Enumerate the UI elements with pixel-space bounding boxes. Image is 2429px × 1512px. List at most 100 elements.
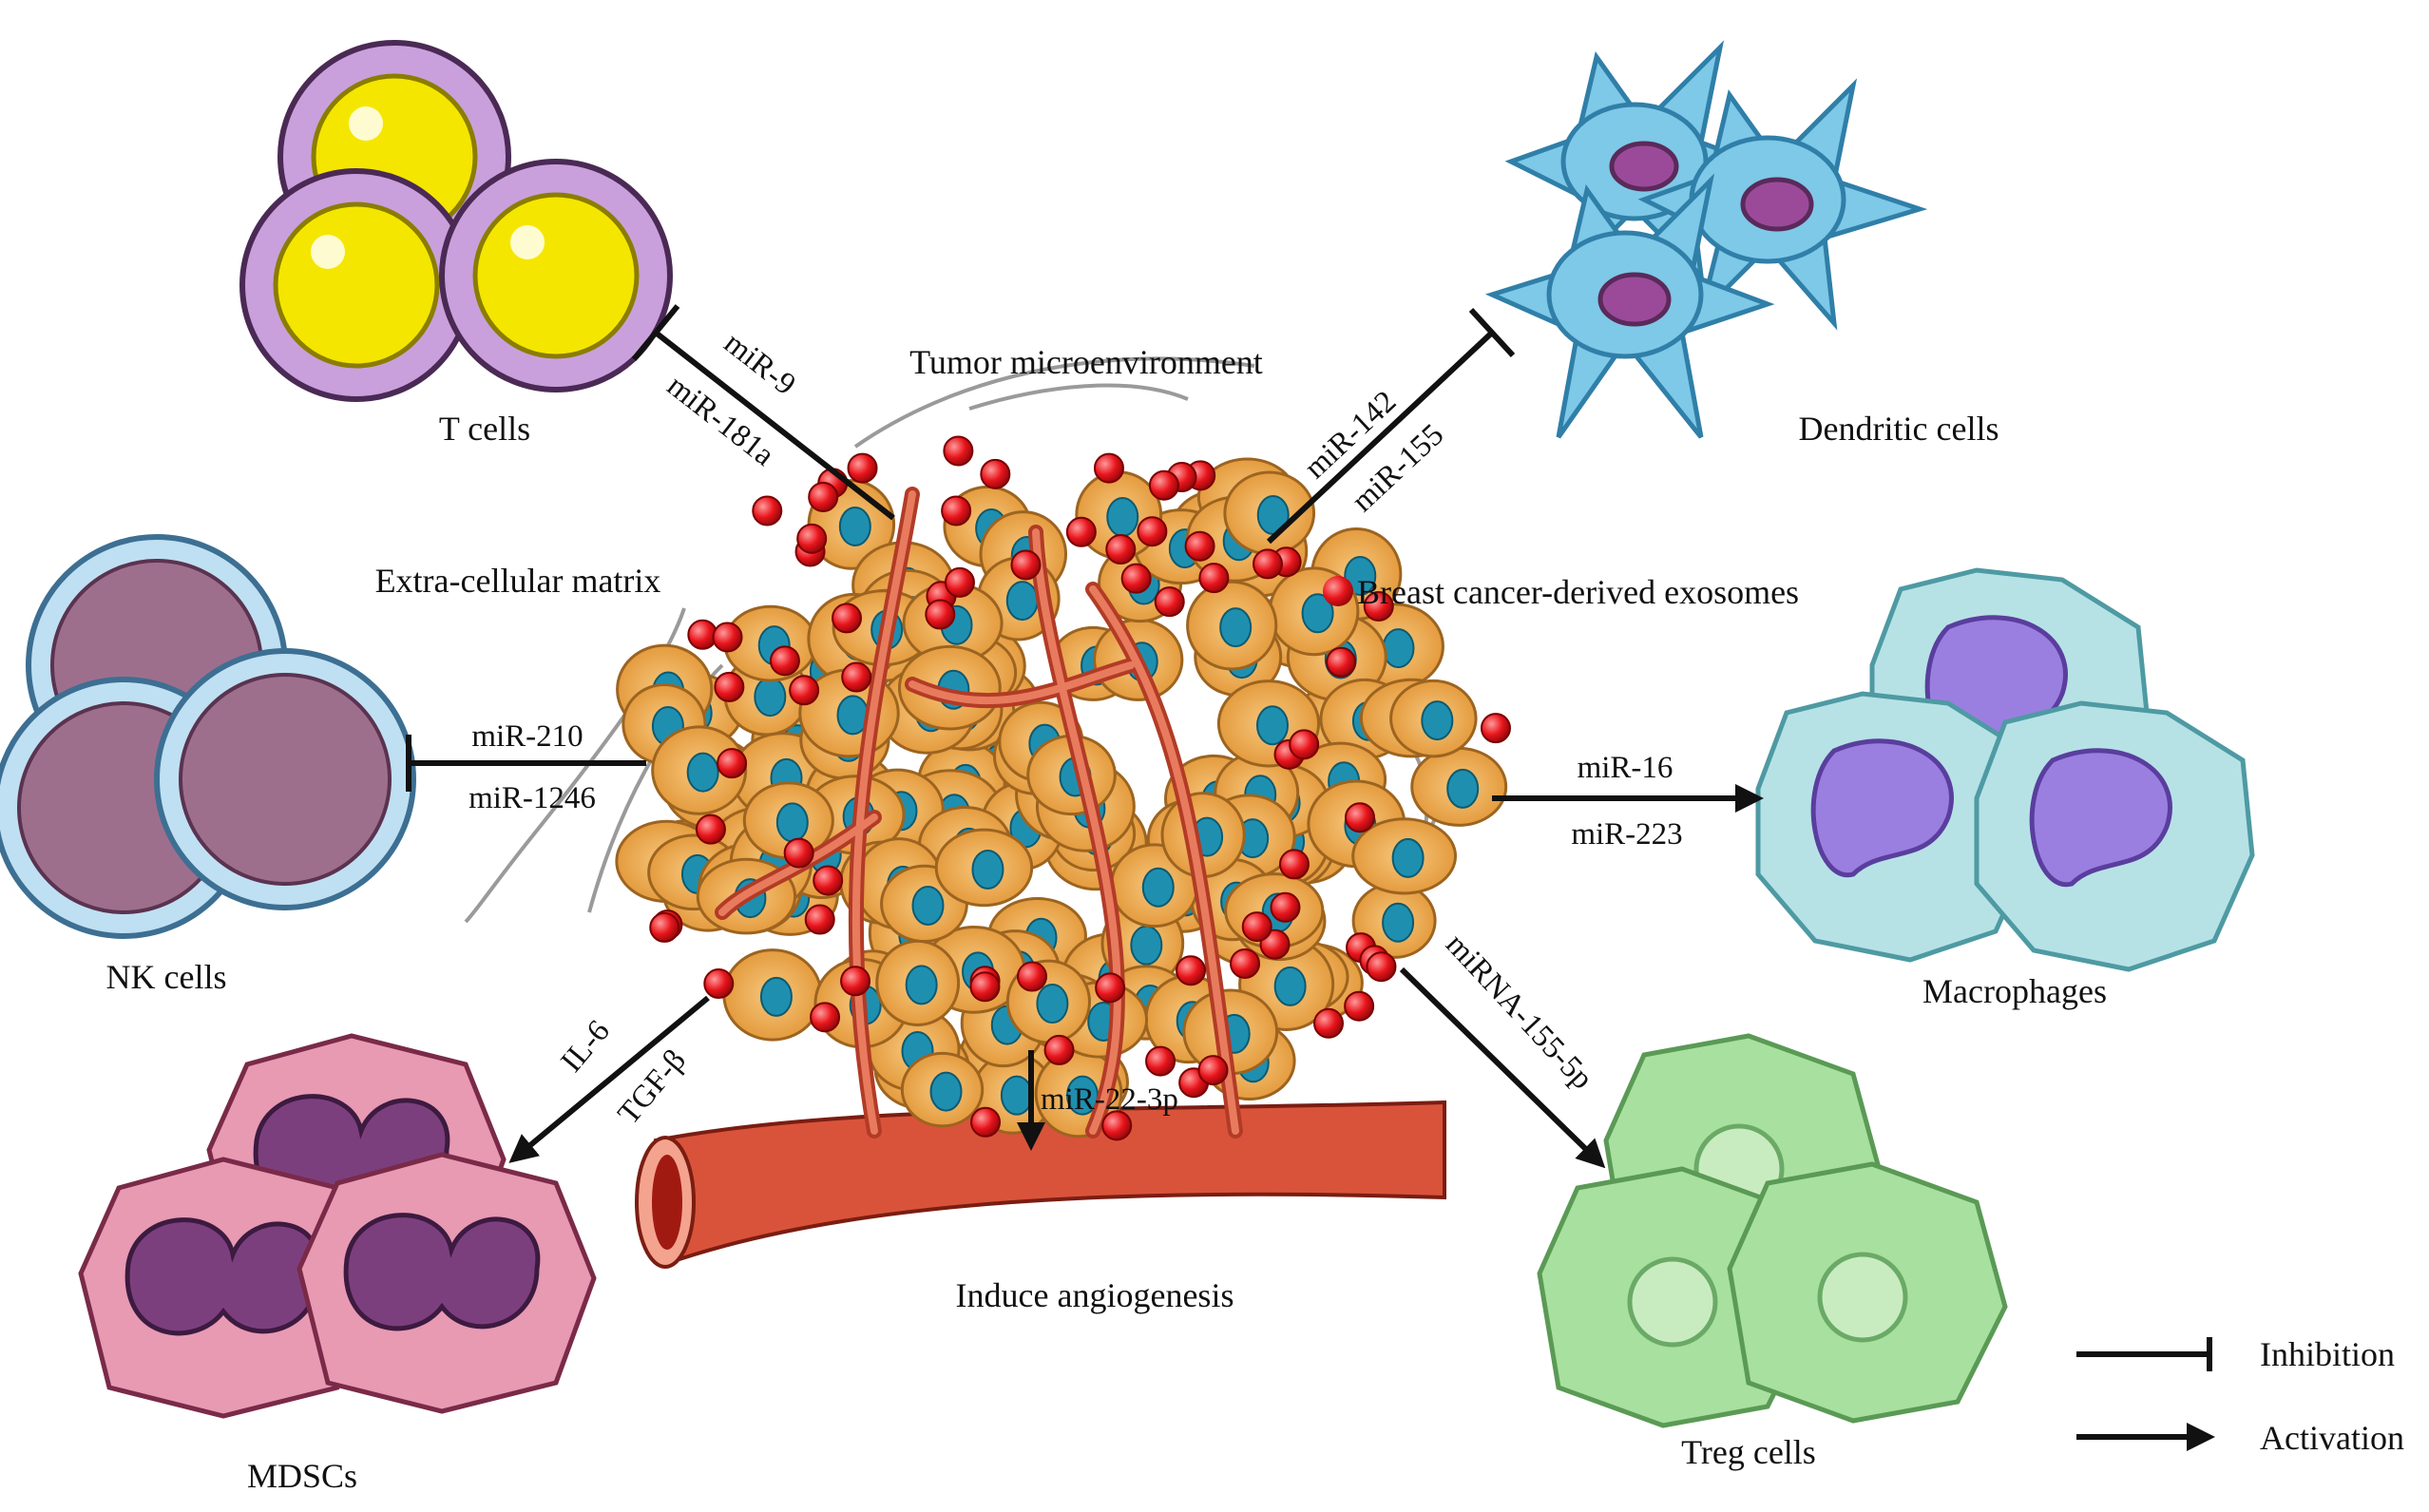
label-extracellular-matrix: Extra-cellular matrix [375, 562, 661, 600]
exosome-dot [783, 837, 814, 869]
tumor-cell [934, 828, 1034, 908]
treg-cells-illustration [1537, 1033, 2008, 1428]
connector-nk [406, 735, 646, 792]
label-macrophages: Macrophages [1922, 972, 2107, 1010]
label-induce-angiogenesis: Induce angiogenesis [956, 1276, 1234, 1314]
edge-label-mir-16: miR-16 [1578, 751, 1674, 785]
exosome-dot [1095, 972, 1126, 1004]
exosome-dot [712, 622, 743, 653]
tumor-cell [1410, 746, 1508, 827]
exosome-dot [1197, 1055, 1229, 1086]
tumor-cell [742, 781, 834, 860]
exosome-dot [1010, 549, 1042, 581]
edge-label-tgf-beta: TGF-β [612, 1043, 694, 1131]
exosome-dot [804, 904, 835, 935]
label-treg-cells: Treg cells [1681, 1433, 1816, 1471]
tumor-cell [875, 939, 961, 1026]
exosome-dot [1344, 990, 1375, 1022]
edge-label-il-6: IL-6 [555, 1014, 617, 1079]
exosome-dot [1480, 713, 1511, 744]
edge-label-mir-223: miR-223 [1571, 817, 1682, 852]
exosome-dot [1093, 452, 1124, 484]
exosome-dots [649, 435, 1511, 1141]
exosome-dot [1278, 849, 1310, 880]
nk-cells-illustration [0, 534, 416, 939]
exosome-dot [1101, 1110, 1133, 1141]
exosome-dot [813, 865, 844, 896]
legend-inhibition-label: Inhibition [2260, 1335, 2395, 1373]
exosome-dot [943, 435, 974, 467]
blood-vessel [635, 1100, 1446, 1269]
exosome-dot [1120, 563, 1152, 594]
connector-dendritic [1266, 307, 1516, 545]
exosome-dot [1230, 947, 1261, 979]
exosome-dot [1270, 891, 1301, 923]
exosome-dot [1105, 534, 1137, 565]
label-dendritic-cells: Dendritic cells [1799, 410, 1999, 448]
exosome-dot [1345, 802, 1376, 833]
exosome-dot [649, 911, 680, 943]
exosome-dot [1176, 955, 1207, 986]
exosome-dot [944, 566, 975, 598]
exosome-dot [980, 458, 1011, 489]
exosome-dot [1184, 530, 1215, 562]
exosome-dot [1148, 469, 1179, 501]
exosome-dot [810, 1002, 841, 1033]
vessel-branches-highlight [718, 490, 1239, 1135]
edge-label-mir-22-3p: miR-22-3p [1041, 1082, 1178, 1117]
legend-activation-label: Activation [2260, 1419, 2404, 1457]
exosome-dot [1241, 911, 1272, 943]
label-exosomes: Breast cancer-derived exosomes [1357, 573, 1799, 611]
exosome-dot [1043, 1034, 1075, 1065]
edge-label-mirna-155-5p: miRNA-155-5p [1439, 928, 1599, 1096]
exosome-dot [769, 645, 800, 677]
exosome-dot [703, 968, 735, 1000]
exosome-dot [714, 671, 745, 702]
exosome-legend: Breast cancer-derived exosomes [1323, 573, 1799, 611]
exosome-dot [840, 966, 871, 997]
exosome-dot [1198, 563, 1230, 594]
edge-label-mir-1246: miR-1246 [469, 781, 596, 815]
exosome-dot [970, 1106, 1002, 1138]
exosome-dot [752, 495, 783, 526]
exosome-dot [969, 971, 1001, 1003]
exosome-dot [1289, 729, 1320, 760]
tumor-cell [1351, 817, 1458, 895]
exosome-dot [1154, 586, 1185, 618]
exosome-legend-dot [1323, 576, 1353, 606]
t-cells-illustration [239, 40, 673, 402]
exosome-dot [925, 599, 956, 630]
exosome-dot [1065, 516, 1097, 547]
exosome-dot [717, 748, 748, 779]
tumor-cell [900, 1051, 985, 1128]
dendritic-cells-illustration [1484, 40, 1928, 439]
tumor-cell [1186, 580, 1278, 671]
exosome-dot [1326, 646, 1357, 678]
legend: Inhibition Activation [2076, 1335, 2404, 1457]
label-mdscs: MDSCs [247, 1457, 357, 1495]
exosome-dot [1253, 548, 1284, 580]
exosome-dot [847, 452, 878, 484]
tumor-cell [651, 725, 748, 815]
connector-treg [1399, 967, 1606, 1169]
exosome-dot [941, 495, 972, 526]
tumor-mass [615, 457, 1508, 1139]
legend-inhibition: Inhibition [2076, 1335, 2395, 1373]
legend-activation: Activation [2076, 1419, 2404, 1457]
exosome-dot [808, 481, 839, 512]
exosome-dot [1313, 1007, 1345, 1039]
exosome-dot [841, 661, 872, 693]
mdscs-illustration [78, 1033, 597, 1419]
label-tumor-microenvironment: Tumor microenvironment [909, 343, 1263, 381]
exosome-dot [789, 675, 820, 706]
label-nk-cells: NK cells [106, 958, 227, 996]
label-t-cells: T cells [439, 410, 530, 448]
exosome-dot [1363, 590, 1394, 622]
exosome-dot [1137, 516, 1168, 547]
connector-mdscs [508, 995, 710, 1163]
tumor-cell [1351, 882, 1437, 959]
exosome-dot [832, 603, 863, 634]
exosome-dot [695, 813, 726, 845]
